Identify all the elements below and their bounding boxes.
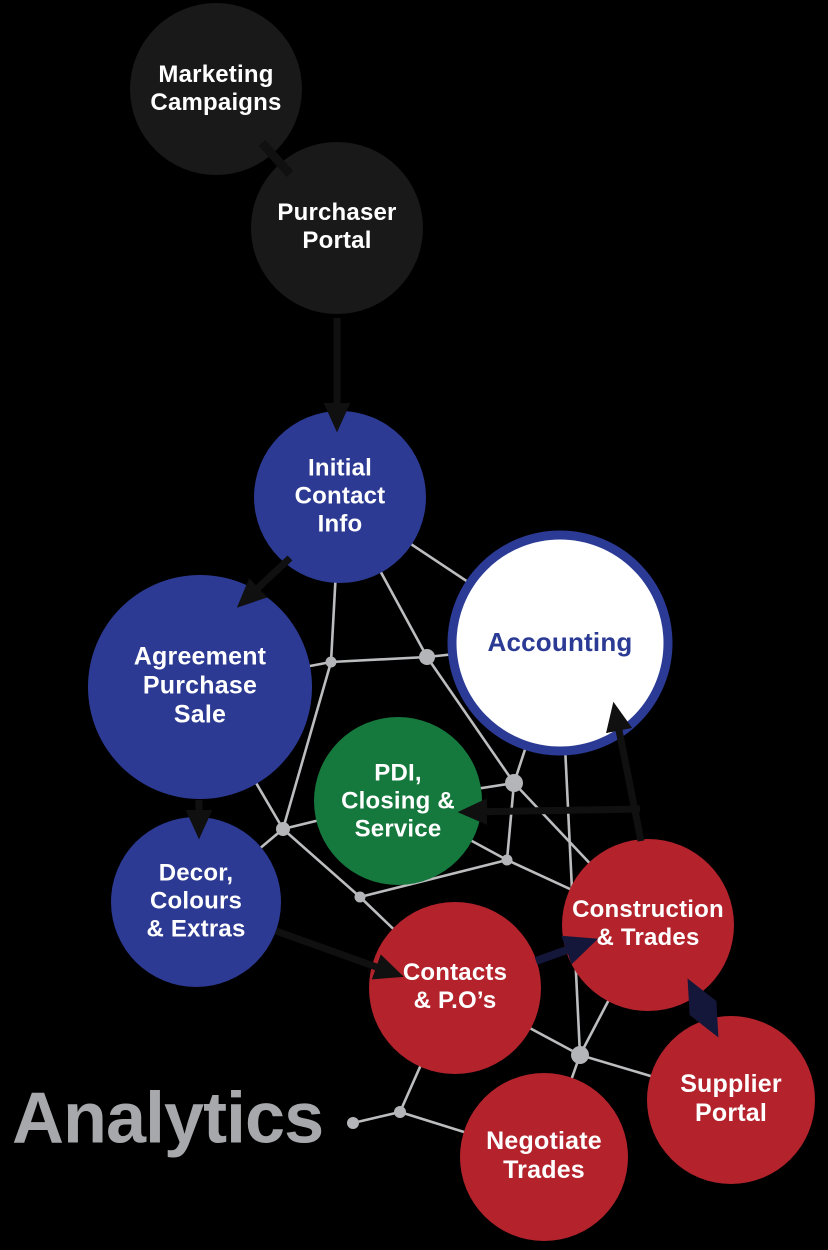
- node-contacts-pos-label: Contacts & P.O’s: [402, 959, 508, 1014]
- node-pdi-closing-service-label: PDI, Closing & Service: [341, 759, 455, 842]
- node-purchaser-portal-circle: [251, 142, 423, 314]
- arrow-initial-to-agreement: [236, 555, 293, 608]
- node-circles: [88, 3, 815, 1241]
- flow-arrows: [185, 139, 719, 1038]
- analytics-title: Analytics: [12, 1078, 324, 1159]
- node-agreement-purchase-sale-circle: [88, 575, 312, 799]
- node-decor-colours-extras-label: Decor, Colours & Extras: [146, 859, 246, 942]
- arrow-decor-to-contacts: [274, 927, 404, 980]
- node-agreement-purchase-sale-label: Agreement Purchase Sale: [133, 642, 267, 729]
- node-marketing-campaigns-label: Marketing Campaigns: [150, 61, 282, 116]
- mesh-junction-dots: [276, 649, 589, 1129]
- node-negotiate-trades-circle: [460, 1073, 628, 1241]
- node-accounting-circle: [447, 530, 673, 756]
- arrow-construction-to-accounting: [606, 701, 645, 842]
- node-marketing-campaigns-circle: [130, 3, 302, 175]
- node-initial-contact-info-circle: [254, 411, 426, 583]
- node-construction-trades-circle: [562, 839, 734, 1011]
- node-contacts-pos-circle: [369, 902, 541, 1074]
- node-initial-contact-info-label: Initial Contact Info: [294, 454, 386, 537]
- node-construction-trades-label: Construction & Trades: [572, 896, 724, 951]
- node-purchaser-portal-label: Purchaser Portal: [277, 199, 397, 254]
- arrow-contacts-to-construction: [534, 935, 599, 965]
- node-supplier-portal-circle: [647, 1016, 815, 1184]
- node-supplier-portal-label: Supplier Portal: [680, 1070, 782, 1127]
- node-pdi-closing-service-circle: [314, 717, 482, 885]
- node-accounting-label: Accounting: [487, 626, 633, 657]
- node-negotiate-trades-label: Negotiate Trades: [486, 1127, 602, 1184]
- arrow-construction-supplier-bidirectional: [687, 978, 719, 1038]
- arrow-construction-to-pdi: [457, 798, 641, 825]
- arrow-marketing-to-purchaser: [258, 139, 294, 178]
- node-decor-colours-extras-circle: [111, 817, 281, 987]
